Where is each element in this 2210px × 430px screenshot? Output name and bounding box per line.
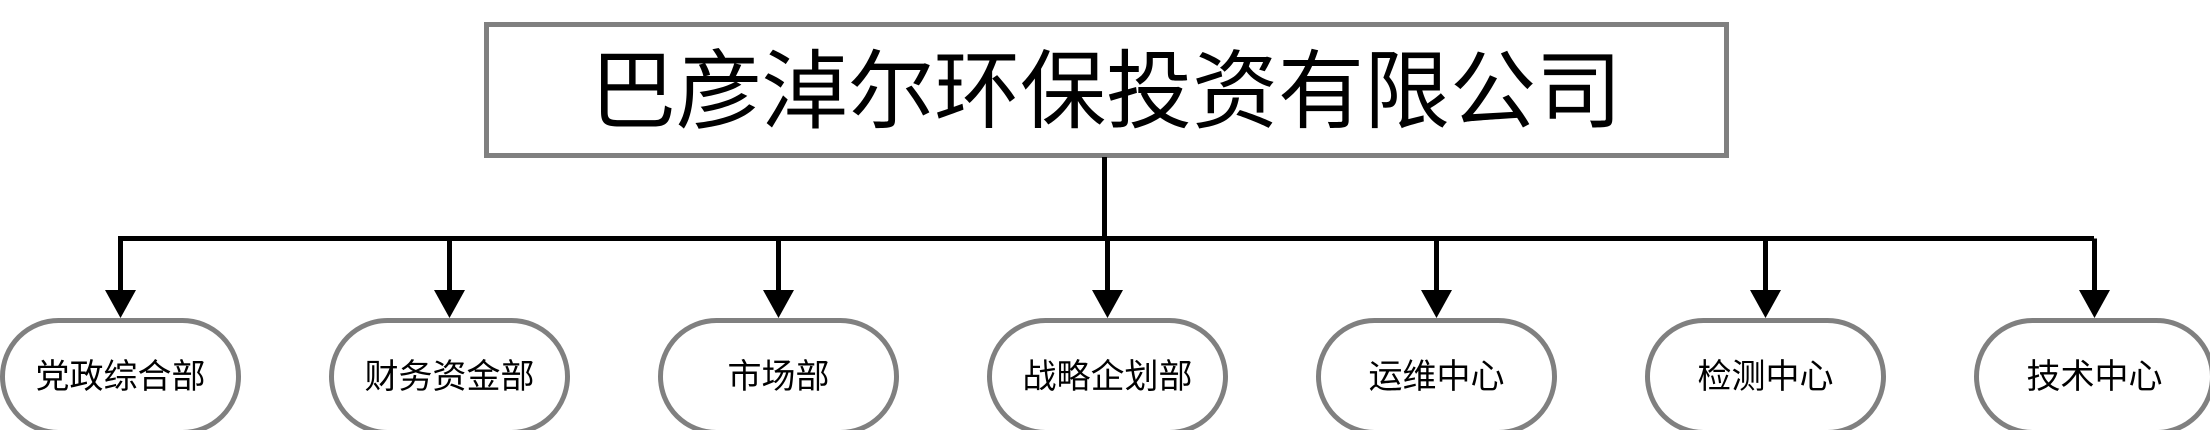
child-node-label-5: 运维中心 (1369, 358, 1505, 396)
child-node-box-7 (1974, 318, 2210, 430)
arrow-head-1 (105, 290, 136, 318)
child-node-label-1: 党政综合部 (36, 358, 206, 396)
child-node-label-6: 检测中心 (1698, 358, 1834, 396)
child-node-box-5 (1316, 318, 1557, 430)
child-node-6[interactable]: 检测中心 (1645, 318, 1886, 430)
child-node-label-3: 市场部 (728, 358, 830, 396)
child-node-1[interactable]: 党政综合部 (0, 318, 241, 430)
arrow-head-6 (1750, 290, 1781, 318)
connector-group (105, 157, 2110, 318)
child-node-box-6 (1645, 318, 1886, 430)
child-node-2[interactable]: 财务资金部 (329, 318, 570, 430)
child-node-4[interactable]: 战略企划部 (987, 318, 1228, 430)
child-node-box-2 (329, 318, 570, 430)
arrow-head-7 (2079, 290, 2110, 318)
arrow-head-2 (434, 290, 465, 318)
child-node-3[interactable]: 市场部 (658, 318, 899, 430)
child-node-5[interactable]: 运维中心 (1316, 318, 1557, 430)
child-node-label-7: 技术中心 (2027, 358, 2163, 396)
child-node-box-4 (987, 318, 1228, 430)
child-node-label-2: 财务资金部 (365, 358, 535, 396)
arrow-head-4 (1092, 290, 1123, 318)
root-node-label: 巴彦淖尔环保投资有限公司 (590, 44, 1622, 140)
root-node[interactable]: 巴彦淖尔环保投资有限公司 (484, 22, 1729, 158)
child-node-7[interactable]: 技术中心 (1974, 318, 2210, 430)
child-node-box-3 (658, 318, 899, 430)
child-node-box-1 (0, 318, 241, 430)
arrow-head-5 (1421, 290, 1452, 318)
child-node-label-4: 战略企划部 (1023, 358, 1193, 396)
root-node-box (484, 22, 1729, 158)
arrow-head-3 (763, 290, 794, 318)
